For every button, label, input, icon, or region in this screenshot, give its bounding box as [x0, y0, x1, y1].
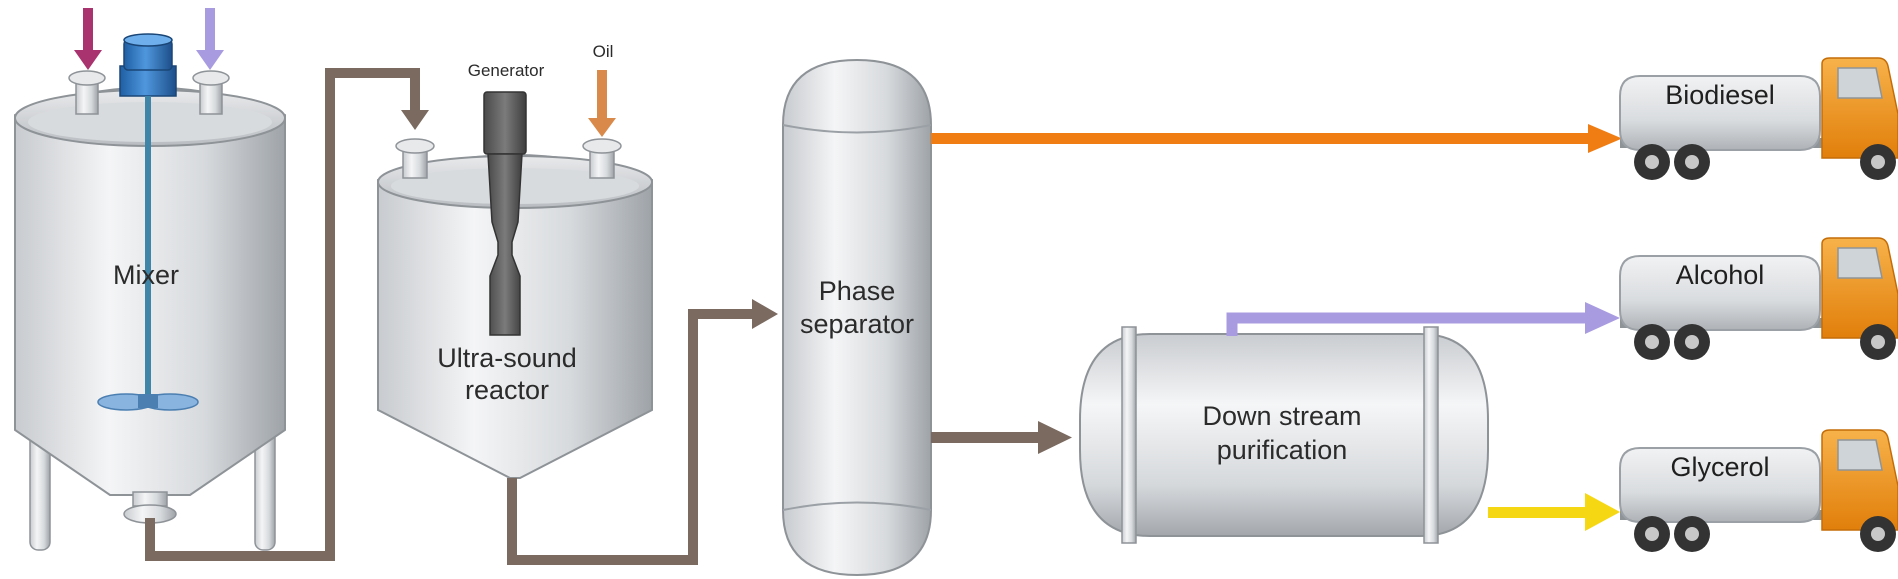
- separator-label-line1: Phase: [819, 276, 896, 306]
- biodiesel-outlet-arrow: [931, 124, 1622, 153]
- catalyst-inlet-arrow: [74, 8, 102, 70]
- reactor-label-line1: Ultra-sound: [437, 343, 577, 373]
- biodiesel-truck: [1619, 57, 1898, 180]
- downstream-purification-vessel: [1079, 326, 1489, 544]
- alcohol-truck: [1619, 237, 1898, 360]
- oil-inlet-arrow: [588, 70, 616, 137]
- phase-separator-vessel: [782, 58, 932, 577]
- oil-label: Oil: [593, 42, 614, 61]
- generator-label: Generator: [468, 61, 545, 80]
- alcohol-outlet-arrow: [1226, 302, 1620, 336]
- mixer-label: Mixer: [113, 260, 179, 290]
- glycerol-label: Glycerol: [1670, 452, 1769, 482]
- purification-label-line2: purification: [1217, 435, 1348, 465]
- reactor-to-separator-pipe: [507, 299, 778, 565]
- reactor-label-line2: reactor: [465, 375, 549, 405]
- generator-probe: [483, 91, 527, 336]
- alcohol-inlet-arrow: [196, 8, 224, 70]
- glycerol-truck: [1619, 429, 1898, 552]
- separator-to-purification-pipe: [931, 421, 1072, 454]
- biodiesel-label: Biodiesel: [1665, 80, 1775, 110]
- mixer-motor: [119, 33, 177, 97]
- alcohol-product-label: Alcohol: [1676, 260, 1765, 290]
- purification-label-line1: Down stream: [1202, 401, 1361, 431]
- glycerol-outlet-arrow: [1488, 493, 1620, 531]
- separator-label-line2: separator: [800, 309, 914, 339]
- mixer-agitator: [97, 96, 199, 411]
- mixer-to-reactor-pipe: [145, 68, 429, 561]
